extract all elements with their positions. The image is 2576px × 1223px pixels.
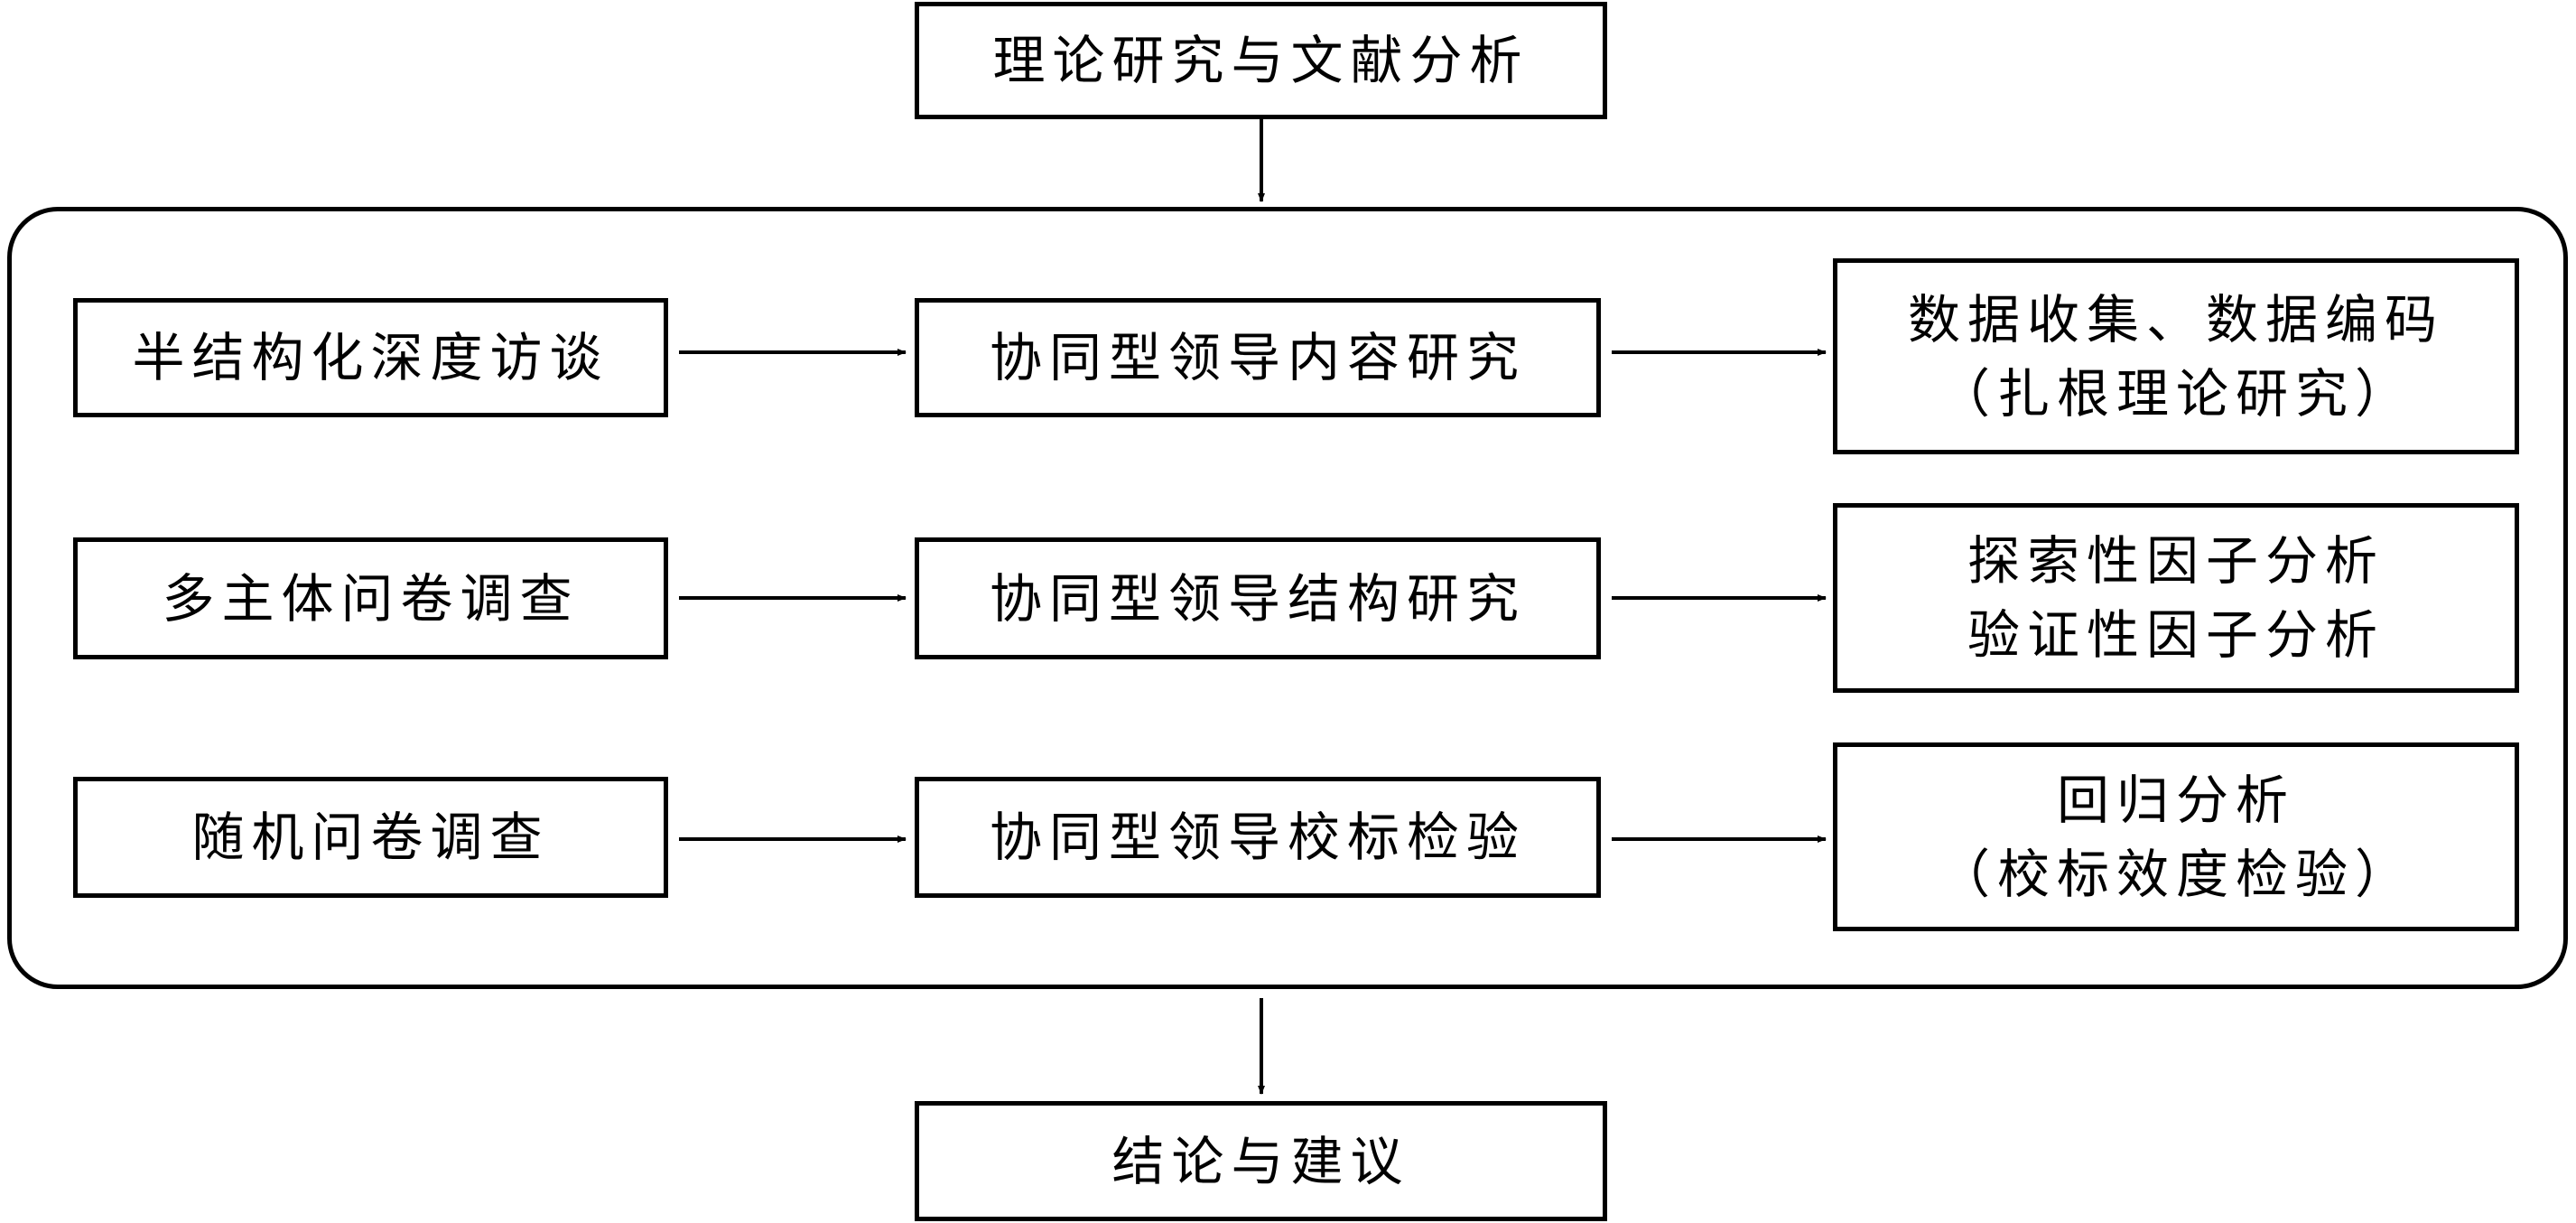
analysis-line-2: （校标效度检验） — [1937, 843, 2414, 905]
analysis-box-factor-analysis: 探索性因子分析 验证性因子分析 — [1833, 503, 2519, 693]
analysis-box-grounded-theory: 数据收集、数据编码 （扎根理论研究） — [1833, 258, 2519, 454]
conclusion-label: 结论与建议 — [1111, 1130, 1410, 1192]
method-label: 多主体问卷调查 — [162, 567, 580, 630]
analysis-box-regression: 回归分析 （校标效度检验） — [1833, 742, 2519, 931]
content-box-criterion-test: 协同型领导校标检验 — [915, 777, 1601, 898]
conclusion-box: 结论与建议 — [915, 1101, 1607, 1221]
analysis-line-1: 数据收集、数据编码 — [1907, 288, 2444, 350]
research-phase-frame — [7, 207, 2568, 989]
method-box-interview: 半结构化深度访谈 — [73, 298, 668, 417]
content-box-leadership-content: 协同型领导内容研究 — [915, 298, 1601, 417]
method-box-random-survey: 随机问卷调查 — [73, 777, 668, 898]
content-box-leadership-structure: 协同型领导结构研究 — [915, 537, 1601, 659]
content-label: 协同型领导校标检验 — [989, 807, 1526, 868]
content-label: 协同型领导内容研究 — [989, 327, 1526, 388]
method-box-multi-subject-survey: 多主体问卷调查 — [73, 537, 668, 659]
analysis-line-2: 验证性因子分析 — [1967, 604, 2385, 666]
analysis-line-1: 探索性因子分析 — [1967, 530, 2385, 592]
theory-literature-box: 理论研究与文献分析 — [915, 2, 1607, 119]
theory-literature-label: 理论研究与文献分析 — [992, 30, 1530, 91]
content-label: 协同型领导结构研究 — [989, 567, 1526, 630]
analysis-line-2: （扎根理论研究） — [1937, 362, 2414, 425]
method-label: 半结构化深度访谈 — [132, 327, 609, 388]
analysis-line-1: 回归分析 — [2056, 769, 2295, 831]
method-label: 随机问卷调查 — [191, 807, 550, 868]
